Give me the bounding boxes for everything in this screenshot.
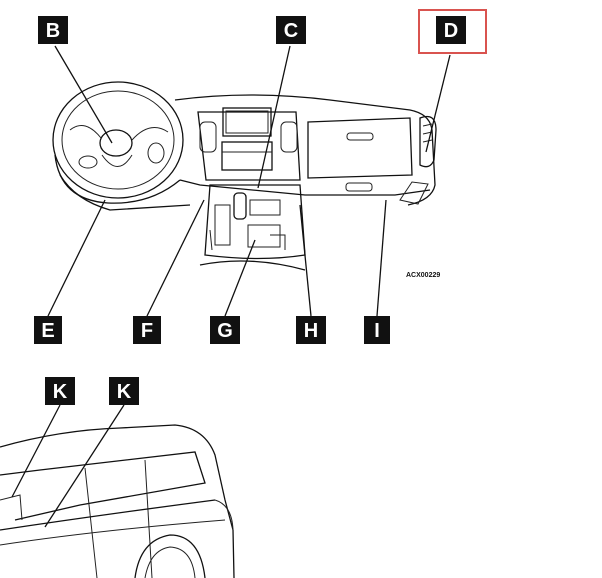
label-b[interactable]: B: [38, 16, 68, 44]
label-g[interactable]: G: [210, 316, 240, 344]
leader-f: [146, 199, 205, 317]
svg-text:D: D: [444, 20, 458, 42]
vehicle-illustration: [0, 424, 235, 578]
dashboard-illustration: ACX00229: [52, 81, 440, 279]
label-h[interactable]: H: [296, 316, 326, 344]
dashboard-outline: [59, 94, 436, 211]
label-k-2[interactable]: K: [109, 377, 139, 405]
floor-console: [199, 184, 306, 271]
svg-text:E: E: [41, 320, 54, 342]
svg-text:C: C: [284, 20, 298, 42]
leader-d: [425, 54, 451, 153]
leader-lines: [11, 45, 451, 528]
svg-text:B: B: [46, 20, 60, 42]
svg-text:K: K: [117, 381, 132, 403]
svg-text:F: F: [141, 320, 153, 342]
label-f[interactable]: F: [133, 316, 161, 344]
leader-e: [47, 199, 106, 317]
center-console: [197, 107, 301, 181]
leader-i: [376, 199, 387, 317]
leader-k2: [44, 404, 125, 528]
label-d-highlight: [418, 9, 487, 54]
svg-text:H: H: [304, 320, 318, 342]
leader-b: [54, 45, 113, 144]
figure-code: ACX00229: [406, 272, 440, 279]
leader-c: [257, 45, 291, 189]
glovebox: [307, 117, 413, 192]
svg-text:G: G: [217, 320, 233, 342]
label-k-1[interactable]: K: [45, 377, 75, 405]
leader-h: [299, 204, 312, 317]
leader-k1: [11, 404, 61, 498]
svg-text:K: K: [53, 381, 68, 403]
right-vent: [399, 115, 437, 205]
steering-wheel: [52, 81, 184, 204]
leader-g: [224, 239, 256, 317]
label-c[interactable]: C: [276, 16, 306, 44]
label-d[interactable]: D: [418, 9, 487, 54]
label-e[interactable]: E: [34, 316, 62, 344]
svg-text:I: I: [374, 320, 380, 342]
label-i[interactable]: I: [364, 316, 390, 344]
